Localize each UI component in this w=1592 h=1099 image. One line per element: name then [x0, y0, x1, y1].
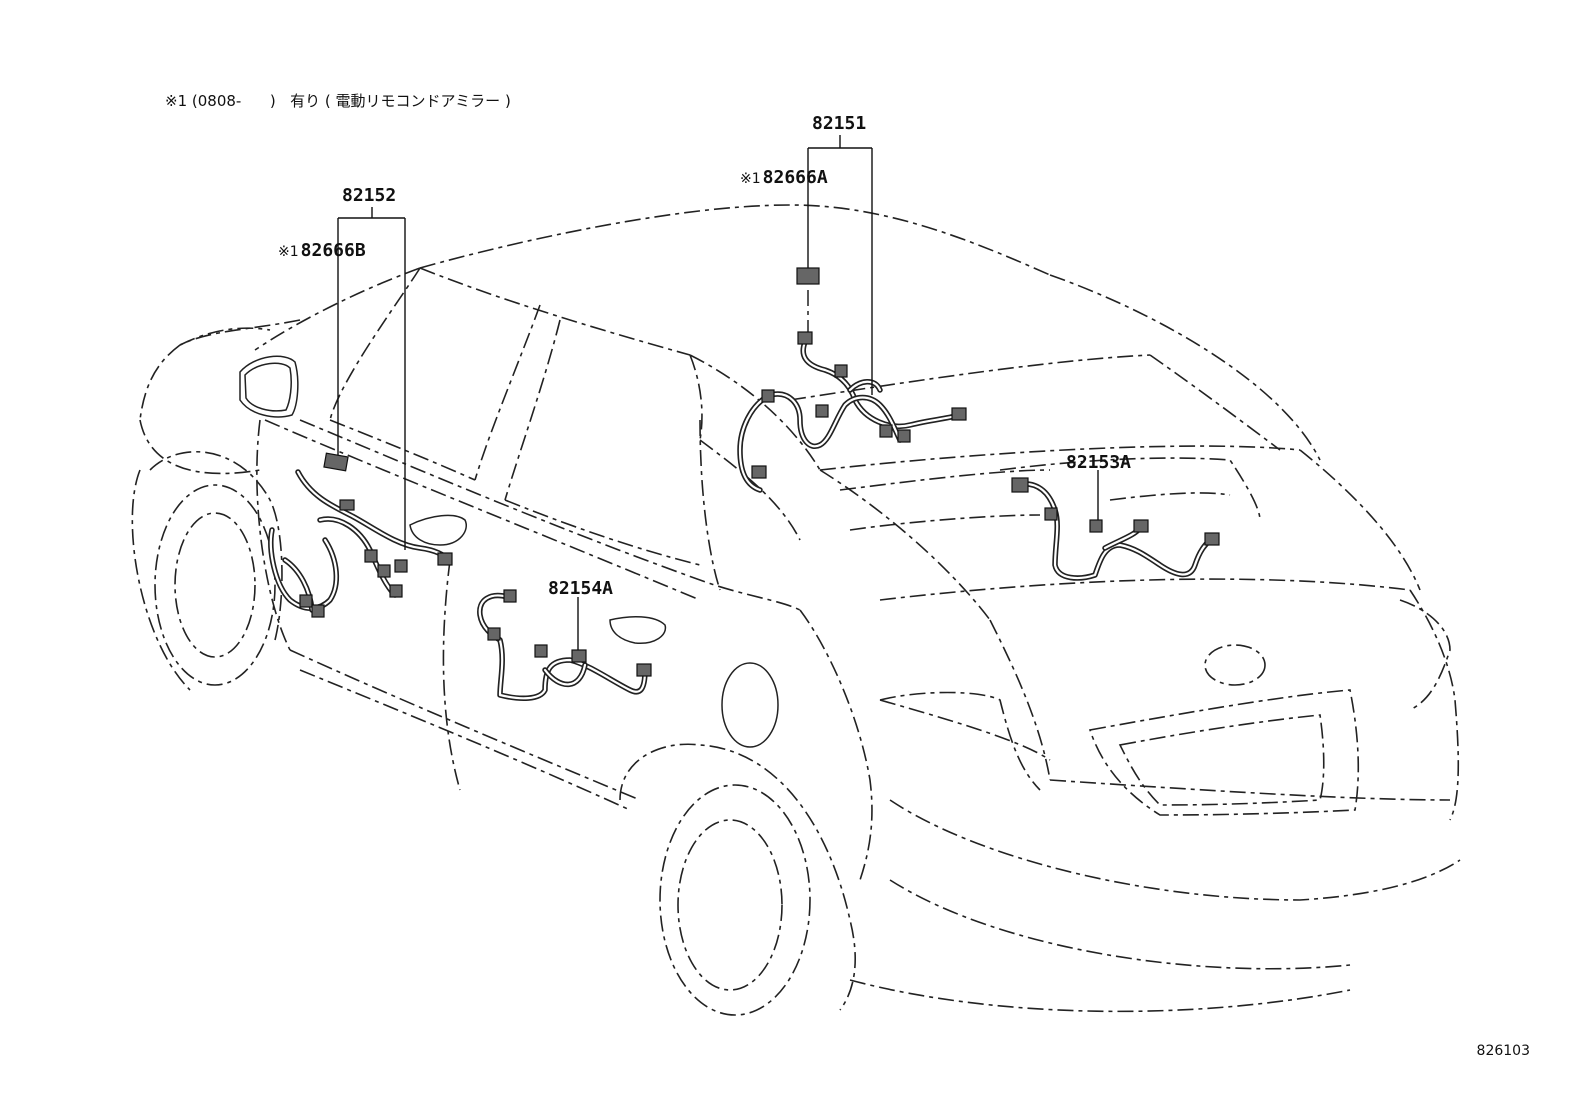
body-details	[409, 514, 779, 748]
part-label-82154a: 82154A	[548, 578, 613, 599]
harness-82154a	[477, 589, 652, 702]
harness-82153a	[1011, 477, 1220, 581]
car-body-outline	[131, 204, 1461, 1016]
side-mirror	[239, 355, 299, 418]
harness-82152	[268, 452, 453, 618]
applicability-note: ※1 (0808- ) 有り ( 電動リモコンドアミラー )	[165, 92, 511, 110]
part-label-82151: 82151	[812, 113, 866, 134]
applicability-mark: ※1	[740, 171, 761, 187]
part-number: 82154A	[548, 578, 614, 599]
harness-82151	[737, 267, 967, 493]
part-label-82152: 82152	[342, 185, 396, 206]
part-number: 82152	[342, 185, 397, 206]
leader-lines	[337, 135, 1099, 650]
part-number: 82153A	[1066, 452, 1132, 473]
part-number: 82151	[812, 113, 867, 134]
part-number: 82666B	[300, 240, 366, 261]
part-label-82153a: 82153A	[1066, 452, 1131, 473]
part-number: 82666A	[762, 167, 828, 188]
figure-id: 826103	[1476, 1043, 1530, 1059]
applicability-mark: ※1	[278, 244, 299, 260]
